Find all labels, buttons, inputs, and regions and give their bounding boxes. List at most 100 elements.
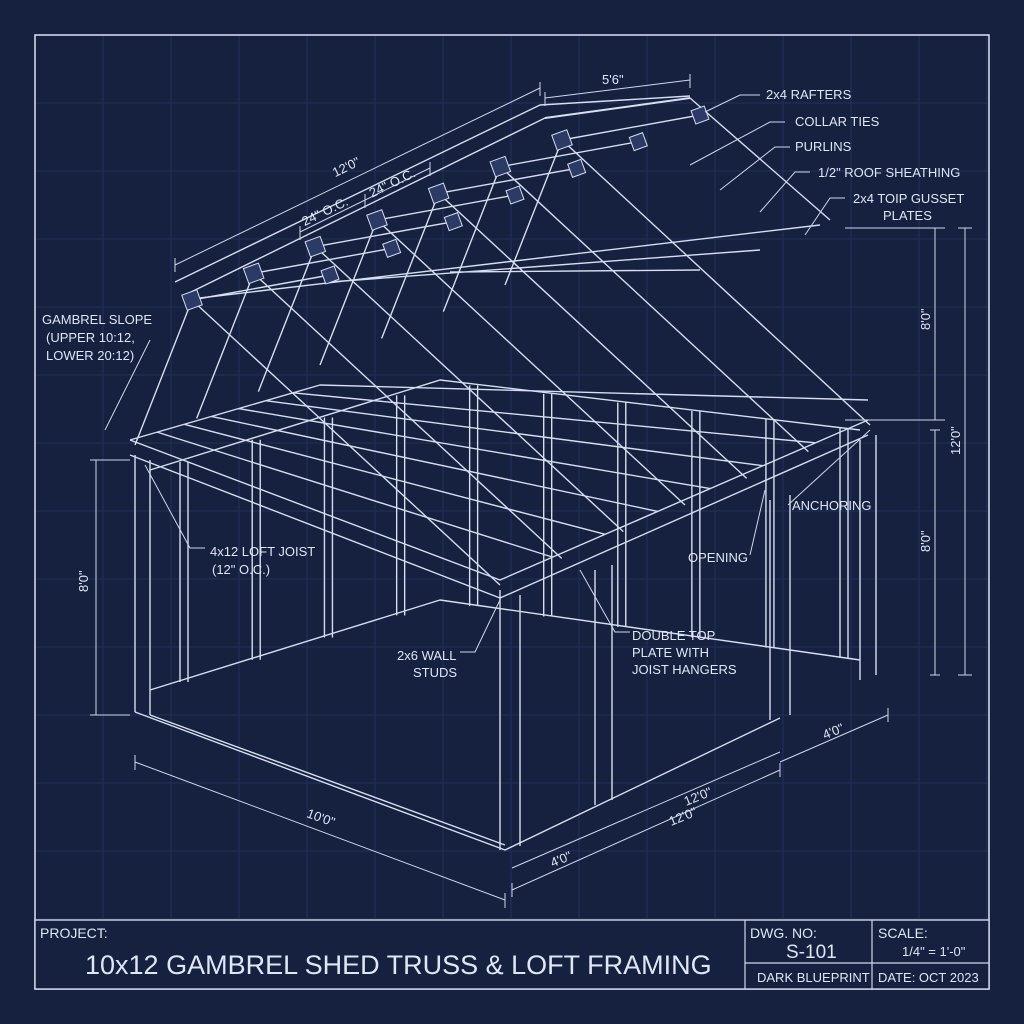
dim-right-total	[958, 227, 972, 676]
leader-anchoring	[787, 429, 871, 506]
label-plate-3: JOIST HANGERS	[632, 662, 737, 677]
leader-loft	[144, 464, 205, 549]
label-gusset-1: 2x4 TOIP GUSSET	[853, 191, 964, 206]
scale-label: SCALE:	[878, 925, 928, 941]
corner-post-back	[859, 435, 877, 680]
loft-joist	[265, 400, 763, 467]
dim-extension-lines	[845, 227, 945, 421]
title-block: PROJECT: 10x12 GAMBREL SHED TRUSS & LOFT…	[34, 919, 990, 990]
dim-base-seg	[779, 708, 889, 763]
loft-joist	[184, 423, 606, 535]
corner-post-left	[134, 455, 151, 715]
gusset-plate	[382, 238, 402, 258]
loft-joist	[156, 431, 553, 558]
wall-stud	[543, 393, 553, 617]
label-purlins: PURLINS	[795, 139, 852, 154]
dimension-lines	[90, 74, 972, 908]
dim-left-wall	[90, 459, 130, 716]
wall-stud	[323, 417, 334, 638]
gusset-plate	[567, 158, 587, 178]
shed-framing	[129, 95, 877, 851]
label-sheathing: 1/2" ROOF SHEATHING	[818, 165, 960, 180]
gusset-plates	[181, 105, 710, 311]
dim-right-lower	[930, 429, 940, 676]
label-plate-1: DOUBLE TOP	[632, 628, 715, 643]
dim-text-right-lower: 8'0"	[918, 530, 933, 552]
truss	[257, 220, 624, 533]
wall-stud	[691, 410, 701, 638]
floor-plate	[134, 711, 781, 851]
dwg-number: S-101	[786, 942, 837, 963]
leader-purlins	[719, 146, 790, 191]
loft-joist	[211, 415, 658, 513]
dim-text-right-total: 12'0"	[948, 426, 963, 455]
label-slope-1: GAMBREL SLOPE	[42, 312, 152, 327]
gusset-plate	[366, 209, 388, 231]
dim-top-width	[544, 74, 691, 106]
gusset-plate	[427, 182, 450, 205]
label-studs-1: 2x6 WALL	[397, 648, 457, 663]
wall-stud	[179, 462, 189, 682]
sheet-style: DARK BLUEPRINT	[757, 970, 870, 985]
dim-oc	[299, 162, 431, 240]
background-grid	[34, 34, 989, 988]
back-wall-top	[149, 379, 861, 471]
gusset-plate	[551, 129, 573, 151]
purlins	[199, 224, 821, 299]
label-anchoring: ANCHORING	[792, 498, 871, 513]
dim-text-top-width: 5'6"	[602, 72, 624, 87]
label-plate-2: PLATE WITH	[632, 645, 709, 660]
loft-joist	[238, 407, 711, 490]
truss	[196, 247, 563, 559]
gusset-plate	[181, 289, 203, 311]
drawing-date: DATE: OCT 2023	[878, 970, 979, 985]
loft-edge-front	[129, 419, 869, 581]
gusset-plate	[304, 235, 327, 258]
leader-plate	[579, 569, 630, 633]
wall-stud	[765, 419, 775, 648]
floor-plate-inner	[149, 714, 506, 846]
leader-sheathing	[759, 171, 810, 213]
dwg-label: DWG. NO:	[750, 925, 817, 941]
callout-labels: 2x4 RAFTERS COLLAR TIES PURLINS 1/2" ROO…	[42, 87, 964, 680]
dim-base-side	[511, 751, 781, 897]
label-rafters: 2x4 RAFTERS	[766, 87, 852, 102]
dim-text-base-seg-2: 4'0"	[820, 720, 846, 742]
label-gusset-2: PLATES	[883, 208, 932, 223]
wall-stud	[395, 395, 406, 616]
title-block-frame	[34, 919, 990, 990]
gusset-plate	[242, 262, 265, 285]
gusset-plate	[443, 212, 463, 232]
gusset-plate	[505, 185, 525, 205]
gusset-plate	[628, 132, 648, 152]
corner-post-right	[769, 495, 791, 720]
leader-collar	[689, 121, 785, 166]
back-wall-bottom	[149, 599, 861, 691]
dim-text-base-side-a: 12'0"	[682, 784, 715, 809]
leader-opening	[749, 489, 766, 556]
label-studs-2: STUDS	[413, 665, 457, 680]
gusset-plate	[320, 265, 340, 285]
loft-edge-front-lower	[129, 434, 869, 599]
label-loft-2: (12" O.C.)	[212, 562, 270, 577]
wall-stud	[617, 402, 627, 627]
leader-gusset	[804, 197, 845, 236]
label-slope-3: LOWER 20:12)	[46, 348, 134, 363]
dim-text-base-front: 10'0"	[305, 806, 338, 830]
leader-slope	[104, 339, 151, 431]
wall-studs	[179, 385, 849, 682]
wall-stud	[468, 385, 479, 607]
gusset-plate	[690, 105, 710, 125]
corner-post-front	[499, 590, 521, 850]
loft-joists	[156, 392, 816, 558]
ridge-board	[544, 97, 691, 119]
project-label: PROJECT:	[40, 925, 108, 941]
dim-text-base-side-b: 12'0"	[667, 804, 700, 829]
dim-ridge	[174, 82, 541, 272]
gusset-plate	[489, 155, 512, 178]
wall-stud	[839, 428, 849, 658]
truss	[134, 274, 501, 586]
label-collar-ties: COLLAR TIES	[795, 114, 880, 129]
side-post	[594, 565, 613, 805]
